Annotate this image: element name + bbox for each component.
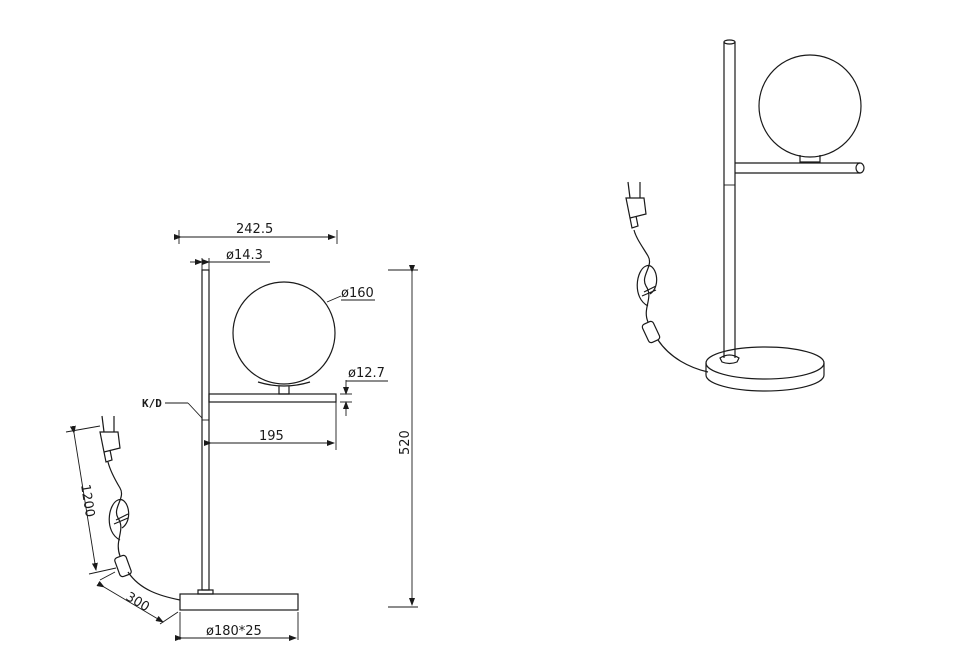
cable bbox=[657, 339, 709, 373]
globe-shape bbox=[232, 281, 336, 385]
lamp-base bbox=[179, 593, 299, 611]
globe-shape bbox=[758, 54, 862, 158]
lamp-base bbox=[705, 346, 825, 392]
dim-switch-label: 300 bbox=[123, 590, 152, 616]
dim-height-label: 520 bbox=[398, 430, 413, 455]
plug-icon bbox=[99, 415, 121, 463]
dim-base-label: ø180*25 bbox=[206, 624, 262, 639]
dim-cable-label: 1200 bbox=[77, 483, 97, 518]
dim-tube-label: ø14.3 bbox=[226, 248, 263, 263]
dim-arm-label: ø12.7 bbox=[348, 366, 385, 381]
dim-arm-length-label: 195 bbox=[259, 429, 284, 444]
cable-switch bbox=[641, 320, 661, 344]
lamp-arm bbox=[735, 162, 860, 174]
plug-icon bbox=[625, 181, 647, 229]
lamp-pole bbox=[723, 42, 736, 358]
kd-label: K/D bbox=[142, 397, 162, 410]
lamp-arm bbox=[208, 393, 337, 403]
dim-globe-label: ø160 bbox=[341, 286, 374, 301]
cable-switch bbox=[114, 554, 132, 578]
cable-coil bbox=[107, 461, 130, 557]
cable-coil bbox=[633, 229, 658, 323]
dim-width-label: 242.5 bbox=[236, 222, 273, 237]
lamp-pole bbox=[201, 269, 210, 591]
perspective-view bbox=[625, 39, 865, 392]
front-view: K/D 242.5 ø14.3 ø160 ø12.7 195 520 bbox=[65, 222, 418, 641]
